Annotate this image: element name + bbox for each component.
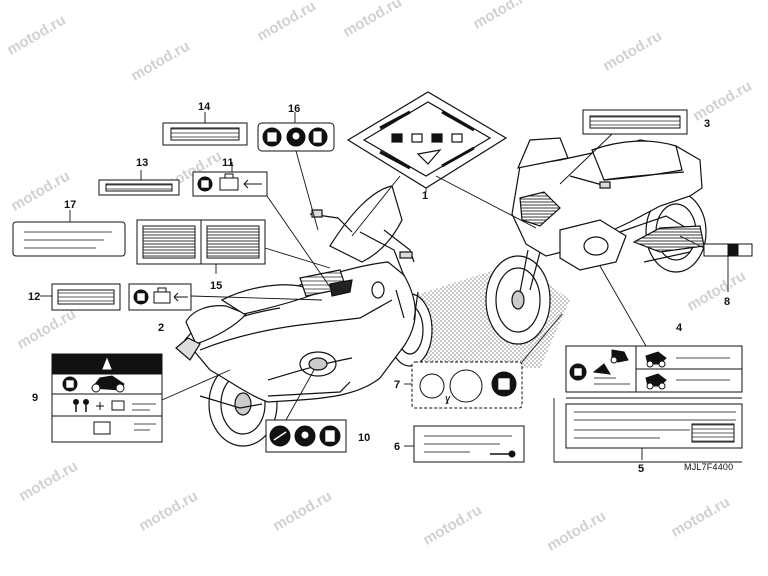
label-9 <box>51 353 163 443</box>
scooter-left-illustration <box>175 185 433 447</box>
label-3 <box>582 109 688 135</box>
label-11 <box>192 171 268 197</box>
label-17 <box>12 221 126 257</box>
label-14 <box>162 122 248 146</box>
label-8 <box>703 243 753 257</box>
callout-13: 13 <box>136 157 148 169</box>
label-15 <box>136 219 266 265</box>
callout-10: 10 <box>358 432 370 444</box>
callout-4: 4 <box>676 322 683 334</box>
callout-16: 16 <box>288 103 300 115</box>
label-6 <box>413 425 525 463</box>
callout-8: 8 <box>724 296 730 308</box>
callout-15: 15 <box>210 280 222 292</box>
leader-lines <box>40 112 742 463</box>
label-10 <box>265 419 347 453</box>
callout-17: 17 <box>64 199 76 211</box>
label-1 <box>346 91 508 189</box>
callout-numbers: 1 2 3 4 5 6 7 8 9 10 11 12 13 14 15 16 1… <box>28 101 730 475</box>
label-4 <box>565 345 743 393</box>
label-7 <box>411 361 523 409</box>
label-5 <box>565 403 743 449</box>
callout-3: 3 <box>704 118 710 130</box>
callout-2: 2 <box>158 322 164 334</box>
callout-11: 11 <box>222 157 234 169</box>
callout-12: 12 <box>28 291 40 303</box>
callout-6: 6 <box>394 441 400 453</box>
label-13 <box>98 179 180 196</box>
callout-1: 1 <box>422 190 428 202</box>
label-12 <box>51 283 121 311</box>
label-16 <box>257 122 335 152</box>
motorcycle-right-illustration <box>485 137 707 345</box>
callout-7: 7 <box>394 379 400 391</box>
callout-9: 9 <box>32 392 38 404</box>
callout-14: 14 <box>198 101 211 113</box>
label-2 <box>128 283 192 311</box>
callout-5: 5 <box>638 463 644 475</box>
drawing-code: MJL7F4400 <box>684 462 734 472</box>
